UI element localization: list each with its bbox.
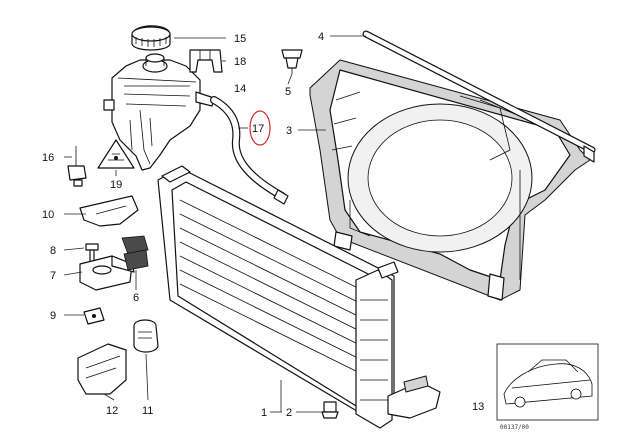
vehicle-thumbnail[interactable] (496, 343, 599, 421)
seal-strip[interactable] (362, 30, 596, 163)
callout-7[interactable]: 7 (50, 270, 56, 282)
warning-label[interactable] (97, 139, 135, 169)
callout-9[interactable]: 9 (50, 310, 56, 322)
callout-3[interactable]: 3 (286, 125, 292, 137)
callout-12[interactable]: 12 (106, 405, 118, 417)
radiator[interactable] (157, 165, 399, 429)
callout-18[interactable]: 18 (234, 56, 246, 68)
callout-8[interactable]: 8 (50, 245, 56, 257)
clip-nut[interactable] (83, 307, 105, 325)
callout-16[interactable]: 16 (42, 152, 54, 164)
rubber-mount[interactable] (133, 319, 159, 353)
fan-shroud[interactable] (309, 59, 591, 301)
highlight-circle (249, 110, 271, 146)
temp-sensor[interactable] (67, 146, 87, 187)
coolant-hose[interactable] (210, 96, 289, 205)
expansion-rivet[interactable] (281, 49, 303, 74)
callout-11[interactable]: 11 (142, 405, 153, 417)
reference-code: 00137/00 (500, 424, 529, 431)
callout-4[interactable]: 4 (318, 31, 324, 43)
callout-1[interactable]: 1 (261, 407, 267, 419)
callout-13[interactable]: 13 (472, 401, 484, 413)
expansion-tank[interactable] (103, 53, 215, 171)
callout-14[interactable]: 14 (234, 83, 246, 95)
callout-2[interactable]: 2 (286, 407, 292, 419)
bolt[interactable] (85, 243, 99, 263)
bracket-18[interactable] (189, 49, 223, 73)
callout-15[interactable]: 15 (234, 33, 246, 45)
callout-5[interactable]: 5 (285, 86, 291, 98)
callout-6[interactable]: 6 (133, 292, 139, 304)
air-guide[interactable] (77, 343, 127, 395)
bracket-10[interactable] (79, 195, 139, 227)
callout-10[interactable]: 10 (42, 209, 54, 221)
callout-19[interactable]: 19 (110, 179, 122, 191)
tank-cap[interactable] (131, 25, 171, 51)
rubber-buffer[interactable] (121, 235, 149, 271)
callout-17[interactable]: 17 (252, 123, 264, 135)
drain-plug[interactable] (321, 401, 339, 419)
air-duct-right[interactable] (387, 375, 441, 419)
leader-lines (63, 35, 366, 413)
